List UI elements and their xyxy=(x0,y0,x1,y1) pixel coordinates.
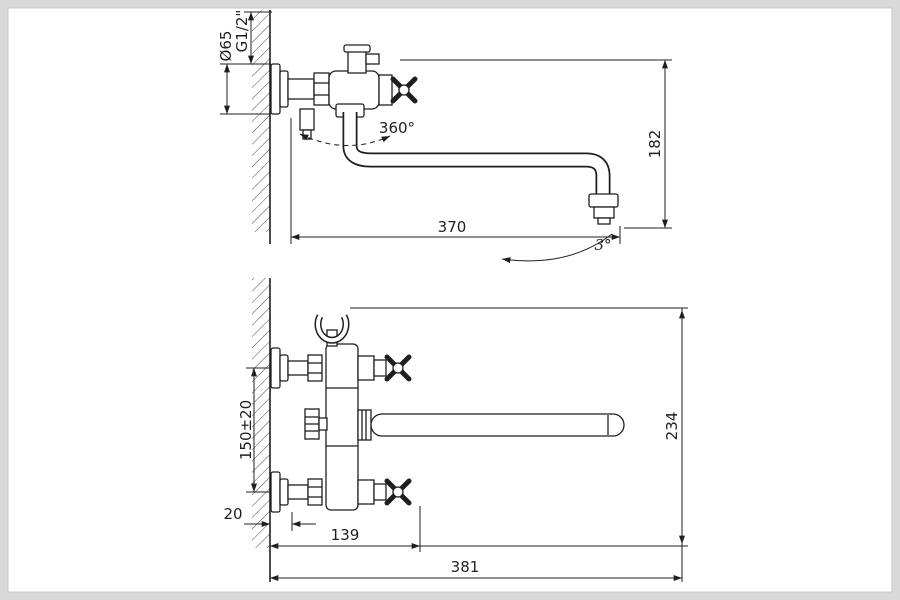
aerator-ring xyxy=(588,193,619,208)
tilt-arc xyxy=(501,233,613,264)
dim-label-overall-length: 381 xyxy=(451,558,480,576)
bottom-view: 150±20 20 139 381 234 xyxy=(223,278,688,582)
cross-handle-upper xyxy=(384,354,412,382)
escutcheon-outer xyxy=(270,347,281,389)
dim-label-spout-height: 182 xyxy=(646,130,664,159)
connection-nut xyxy=(313,72,330,106)
wall-top-view xyxy=(252,10,271,244)
spout-collar xyxy=(357,409,372,441)
escutcheon-outer xyxy=(270,471,281,513)
top-port xyxy=(347,49,367,74)
cross-handle-lower xyxy=(384,478,412,506)
wall-hatch xyxy=(252,10,270,232)
connection-nut xyxy=(307,478,323,506)
inlet-pipe xyxy=(287,484,309,500)
long-spout-tube xyxy=(370,413,625,437)
handle-hub xyxy=(392,486,404,498)
top-view: Ø65 G1/2" 360° 182 370 3° xyxy=(217,10,672,264)
diverter-body xyxy=(299,108,315,131)
spout-fill xyxy=(344,112,609,196)
escutcheon-inner xyxy=(279,354,289,382)
faucet-bottom-body xyxy=(270,329,625,513)
dim-label-swivel-angle: 360° xyxy=(379,119,415,137)
mixer-column xyxy=(325,343,359,511)
shower-holder xyxy=(314,314,350,344)
top-elbow xyxy=(365,53,380,65)
holder-hook-fill xyxy=(316,315,348,343)
cross-handle-top-view xyxy=(390,76,418,104)
aerator-tip xyxy=(597,217,611,225)
handle-hub xyxy=(392,362,404,374)
top-cap xyxy=(343,44,371,53)
aerator xyxy=(593,206,615,219)
dim-label-outlet-tilt: 3° xyxy=(594,236,611,254)
inlet-pipe xyxy=(287,360,309,376)
valve-hub xyxy=(373,359,387,377)
dimensions-top-view xyxy=(220,11,672,264)
valve-hub xyxy=(378,74,393,106)
dim-label-body-projection: 139 xyxy=(331,526,360,544)
dim-label-flange-diameter: Ø65 xyxy=(217,31,235,62)
inlet-pipe xyxy=(287,78,315,100)
valve-body xyxy=(357,355,375,381)
escutcheon-inner xyxy=(279,478,289,506)
swivel-spout xyxy=(342,112,619,225)
dim-label-spout-reach: 370 xyxy=(438,218,467,236)
dimensions-bottom-view xyxy=(244,307,688,582)
escutcheon-outer xyxy=(270,63,281,115)
swivel-arc xyxy=(299,133,391,146)
dim-label-overall-height: 234 xyxy=(663,412,681,441)
sheet-paper xyxy=(7,7,893,593)
handle-hub xyxy=(398,84,410,96)
dim-label-mount-centers: 150±20 xyxy=(237,400,255,460)
valve-body xyxy=(357,479,375,505)
escutcheon-inner xyxy=(279,70,289,108)
dim-label-wall-clearance: 20 xyxy=(223,505,242,523)
connection-nut xyxy=(307,354,323,382)
diverter-knob xyxy=(302,129,312,140)
faucet-top-body xyxy=(270,44,393,140)
dim-label-thread-size: G1/2" xyxy=(233,10,251,53)
mixer-body xyxy=(328,70,380,110)
valve-hub xyxy=(373,483,387,501)
diverter-link xyxy=(318,417,328,431)
